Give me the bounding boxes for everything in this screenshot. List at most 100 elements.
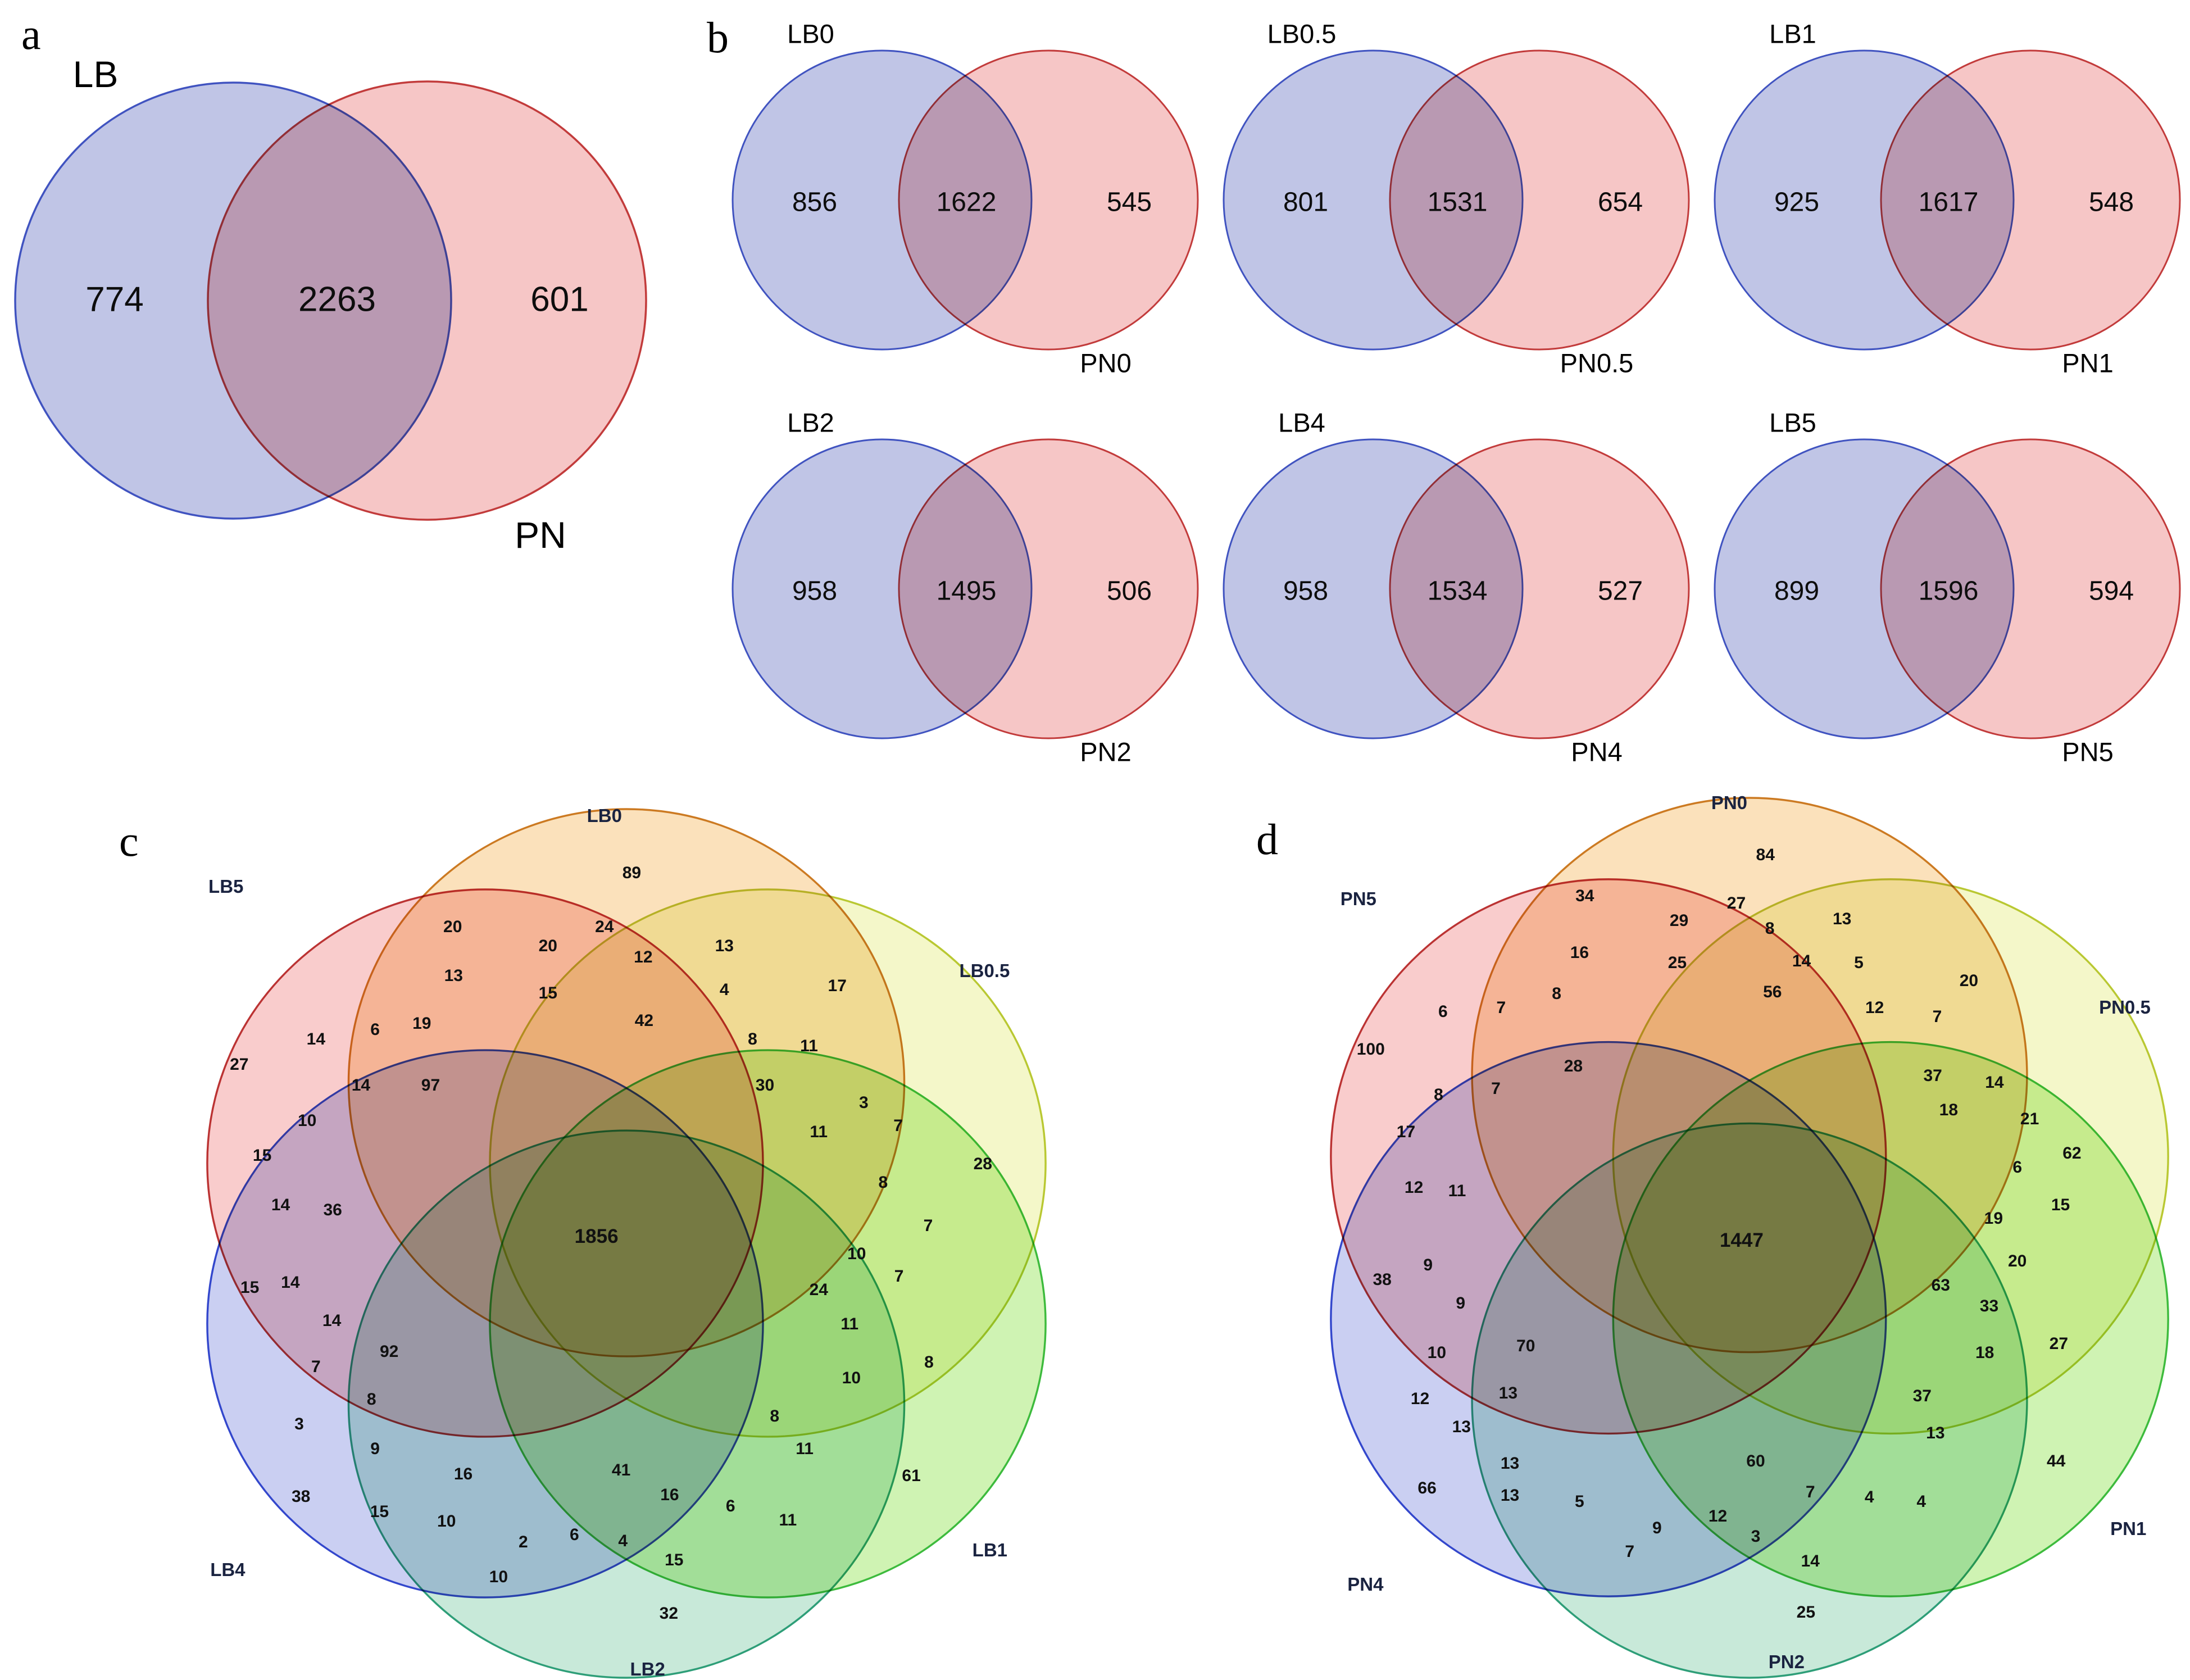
region-count: 15 <box>665 1551 684 1570</box>
region-count: 33 <box>1979 1297 1999 1316</box>
set-label-bottom: PN0.5 <box>1560 348 1634 378</box>
region-count: 37 <box>1923 1066 1942 1085</box>
region-count: 14 <box>351 1075 371 1095</box>
region-count: 44 <box>2046 1451 2066 1470</box>
region-count: 4 <box>1864 1487 1874 1506</box>
region-count-right: 548 <box>2088 187 2134 217</box>
region-count: 13 <box>1832 910 1852 929</box>
region-count: 12 <box>1410 1389 1430 1408</box>
region-count: 25 <box>1796 1603 1816 1622</box>
region-count: 8 <box>770 1406 780 1425</box>
region-count: 6 <box>570 1525 579 1545</box>
region-count: 10 <box>489 1567 508 1586</box>
region-count: 8 <box>748 1029 757 1048</box>
set-label-lb: LB <box>72 53 119 95</box>
region-count: 21 <box>2020 1109 2039 1128</box>
region-count: 36 <box>323 1201 342 1220</box>
set-label-LB0: LB0 <box>587 805 622 827</box>
region-count: 34 <box>1575 887 1594 906</box>
region-count-center: 1622 <box>936 187 997 217</box>
region-count: 18 <box>1975 1343 1994 1363</box>
set-label-bottom: PN0 <box>1080 348 1132 378</box>
region-count: 10 <box>1427 1343 1447 1363</box>
panel-letter-c: c <box>119 816 139 865</box>
set-label-LB1: LB1 <box>972 1539 1007 1560</box>
region-count-center: 1596 <box>1918 576 1979 606</box>
region-count: 24 <box>595 918 614 937</box>
region-count-center: 1531 <box>1427 187 1488 217</box>
region-count: 11 <box>779 1511 797 1530</box>
region-count: 41 <box>611 1460 631 1479</box>
region-count: 8 <box>924 1352 934 1372</box>
region-count: 13 <box>1452 1417 1471 1436</box>
region-count-right: 601 <box>530 280 589 319</box>
venn-circle-PN4 <box>1389 438 1690 739</box>
region-count: 14 <box>1792 952 1811 971</box>
set-label-top: LB5 <box>1769 407 1816 438</box>
region-count: 38 <box>1373 1270 1392 1289</box>
region-count-center: 1617 <box>1918 187 1979 217</box>
region-count: 15 <box>252 1146 272 1165</box>
set-label-bottom: PN2 <box>1080 737 1132 767</box>
region-count: 16 <box>660 1486 679 1505</box>
region-count-center: 1534 <box>1427 576 1488 606</box>
region-count: 20 <box>2007 1252 2027 1271</box>
region-count: 11 <box>800 1037 818 1056</box>
region-count: 10 <box>297 1111 317 1130</box>
region-count: 7 <box>1625 1542 1635 1561</box>
region-count: 16 <box>1570 943 1589 962</box>
region-count-center: 1495 <box>936 576 997 606</box>
region-count: 27 <box>230 1055 249 1074</box>
region-count: 14 <box>306 1029 326 1048</box>
set-label-LB4: LB4 <box>210 1559 246 1581</box>
region-count: 27 <box>1726 893 1746 912</box>
set-label-top: LB4 <box>1278 407 1325 438</box>
region-count: 61 <box>902 1466 921 1486</box>
region-count: 3 <box>294 1414 304 1433</box>
region-count: 16 <box>453 1465 473 1484</box>
region-count: 10 <box>437 1511 456 1531</box>
region-count: 19 <box>412 1014 431 1033</box>
region-count: 13 <box>1500 1486 1520 1505</box>
region-count-right: 506 <box>1106 576 1152 606</box>
region-count: 8 <box>1552 984 1561 1004</box>
set-label-LB2: LB2 <box>630 1658 665 1679</box>
venn-circle-PN5 <box>1880 438 2181 739</box>
region-count: 1856 <box>574 1225 619 1247</box>
panel-letter-b: b <box>707 13 729 62</box>
set-label-top: LB1 <box>1769 19 1816 49</box>
venn-circle-PN0.5 <box>1389 49 1690 351</box>
region-count: 37 <box>1912 1386 1932 1405</box>
set-label-bottom: PN4 <box>1571 737 1623 767</box>
venn-ellipse-red <box>1330 878 1887 1435</box>
region-count: 12 <box>634 948 653 967</box>
region-count-left: 856 <box>792 187 838 217</box>
region-count: 3 <box>858 1093 869 1112</box>
region-count: 11 <box>1448 1182 1466 1200</box>
region-count: 38 <box>291 1487 311 1506</box>
region-count-right: 594 <box>2088 576 2134 606</box>
region-count-left: 958 <box>1283 576 1329 606</box>
region-count: 7 <box>893 1116 903 1136</box>
region-count: 8 <box>878 1173 888 1192</box>
set-label-top: LB2 <box>787 407 834 438</box>
region-count: 30 <box>755 1075 775 1095</box>
region-count: 6 <box>2012 1157 2023 1177</box>
region-count: 17 <box>1396 1123 1416 1142</box>
region-count: 10 <box>842 1368 861 1387</box>
region-count: 20 <box>538 937 557 956</box>
region-count: 27 <box>2049 1334 2069 1354</box>
set-label-top: LB0 <box>787 19 834 49</box>
region-count: 13 <box>444 966 463 985</box>
region-count: 60 <box>1746 1451 1765 1470</box>
region-count: 5 <box>1575 1492 1584 1511</box>
region-count: 10 <box>847 1244 866 1263</box>
region-count: 13 <box>1498 1384 1518 1403</box>
region-count: 13 <box>1926 1423 1945 1442</box>
set-label-bottom: PN1 <box>2062 348 2114 378</box>
region-count: 7 <box>894 1266 904 1286</box>
region-count: 9 <box>1652 1518 1662 1537</box>
